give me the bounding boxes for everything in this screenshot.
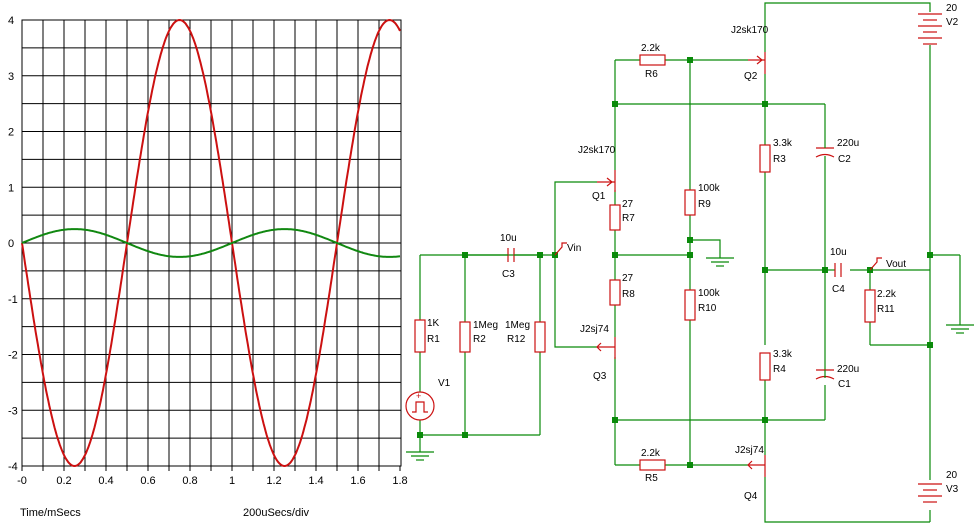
vout-label: Vout (886, 259, 906, 270)
schematic: + 1K R1 1Meg R2 1Meg R12 10u C3 V1 Vin (405, 2, 974, 523)
x-tick-label: 1 (229, 475, 235, 487)
y-tick-labels: 4 3 2 1 0 -1 -2 -3 -4 (8, 15, 18, 473)
q4-ref: Q4 (744, 491, 758, 502)
div-label: 200uSecs/div (243, 507, 310, 519)
ground-symbols (406, 257, 974, 461)
junctions (417, 57, 933, 468)
x-tick-label: 1.4 (308, 475, 323, 487)
c2-value: 220u (837, 138, 859, 149)
y-tick-label: 4 (8, 15, 14, 27)
r9-value: 100k (698, 183, 721, 194)
vin-label: Vin (567, 243, 581, 254)
resistor-r4 (759, 352, 771, 381)
resistor-r5 (639, 459, 666, 471)
c1-ref: C1 (838, 379, 851, 390)
r5-value: 2.2k (641, 448, 661, 459)
v1-ref: V1 (438, 378, 451, 389)
x-tick-labels: -0 0.2 0.4 0.6 0.8 1 1.2 1.4 1.6 1.8 (17, 475, 408, 487)
r10-ref: R10 (698, 303, 717, 314)
resistor-r1 (414, 319, 426, 353)
r4-value: 3.3k (773, 349, 793, 360)
r1-value: 1K (427, 318, 440, 329)
c4-ref: C4 (832, 284, 845, 295)
x-tick-label: 0.2 (56, 475, 71, 487)
y-tick-label: 3 (8, 71, 14, 83)
y-tick-label: 0 (8, 238, 14, 250)
v1-source-symbol: + (405, 391, 435, 421)
y-tick-label: -3 (8, 405, 18, 417)
q2-value: J2sk170 (731, 25, 769, 36)
jfet-symbols (596, 52, 766, 477)
input-trace (21, 228, 401, 258)
c3-ref: C3 (502, 269, 515, 280)
resistor-r3 (759, 144, 771, 173)
r11-ref: R11 (877, 304, 895, 315)
v3-value: 20 (946, 470, 958, 481)
q2-ref: Q2 (744, 71, 758, 82)
schematic-labels: 1K R1 1Meg R2 1Meg R12 10u C3 V1 Vin 2.2… (427, 3, 959, 502)
x-tick-label: 1.2 (266, 475, 281, 487)
battery-symbols (918, 13, 942, 503)
c1-value: 220u (837, 364, 859, 375)
r5-ref: R5 (645, 473, 658, 484)
r3-value: 3.3k (773, 138, 793, 149)
c3-value: 10u (500, 233, 517, 244)
v2-ref: V2 (946, 17, 959, 28)
resistor-r2 (459, 321, 471, 353)
v3-ref: V3 (946, 484, 959, 495)
r11-value: 2.2k (877, 289, 897, 300)
resistor-r8 (609, 279, 621, 306)
wires (419, 2, 961, 523)
x-tick-label: 0.4 (98, 475, 113, 487)
r9-ref: R9 (698, 199, 711, 210)
resistor-r6 (639, 54, 666, 66)
x-tick-label: 0.6 (140, 475, 155, 487)
probe-flags (554, 242, 882, 271)
x-tick-label: 1.6 (350, 475, 365, 487)
x-tick-label: -0 (17, 475, 27, 487)
scope-panel: 4 3 2 1 0 -1 -2 -3 -4 -0 0.2 0.4 0.6 0.8 1 1.2 1.4 1.6 1.… (8, 15, 408, 519)
v2-value: 20 (946, 3, 958, 14)
y-tick-label: 2 (8, 127, 14, 139)
r4-ref: R4 (773, 364, 786, 375)
r1-ref: R1 (427, 334, 440, 345)
r12-value: 1Meg (505, 320, 530, 331)
resistor-r9 (684, 189, 696, 216)
x-tick-label: 0.8 (182, 475, 197, 487)
resistor-r11 (864, 289, 876, 323)
r12-ref: R12 (507, 334, 526, 345)
r7-ref: R7 (622, 213, 635, 224)
x-tick-label: 1.8 (392, 475, 407, 487)
r8-ref: R8 (622, 289, 635, 300)
r2-value: 1Meg (473, 320, 498, 331)
q1-ref: Q1 (592, 191, 606, 202)
q3-ref: Q3 (593, 371, 607, 382)
r8-value: 27 (622, 273, 634, 284)
y-tick-label: 1 (8, 182, 14, 194)
y-tick-label: -2 (8, 350, 18, 362)
resistor-r7 (609, 204, 621, 231)
r6-value: 2.2k (641, 43, 661, 54)
c2-ref: C2 (838, 154, 851, 165)
q3-value: J2sj74 (580, 324, 609, 335)
r2-ref: R2 (473, 334, 486, 345)
q1-value: J2sk170 (578, 145, 616, 156)
resistor-r10 (684, 289, 696, 321)
r7-value: 27 (622, 199, 634, 210)
y-tick-label: -1 (8, 294, 18, 306)
svg-text:+: + (416, 391, 421, 401)
x-axis-label: Time/mSecs (20, 507, 81, 519)
r6-ref: R6 (645, 69, 658, 80)
capacitor-bodies (507, 147, 842, 380)
r10-value: 100k (698, 288, 721, 299)
y-tick-label: -4 (8, 461, 18, 473)
r3-ref: R3 (773, 154, 786, 165)
resistor-r12 (534, 321, 546, 353)
q4-value: J2sj74 (735, 445, 764, 456)
resistor-bodies (414, 54, 876, 471)
scope-grid (21, 19, 402, 471)
c4-value: 10u (830, 247, 847, 258)
